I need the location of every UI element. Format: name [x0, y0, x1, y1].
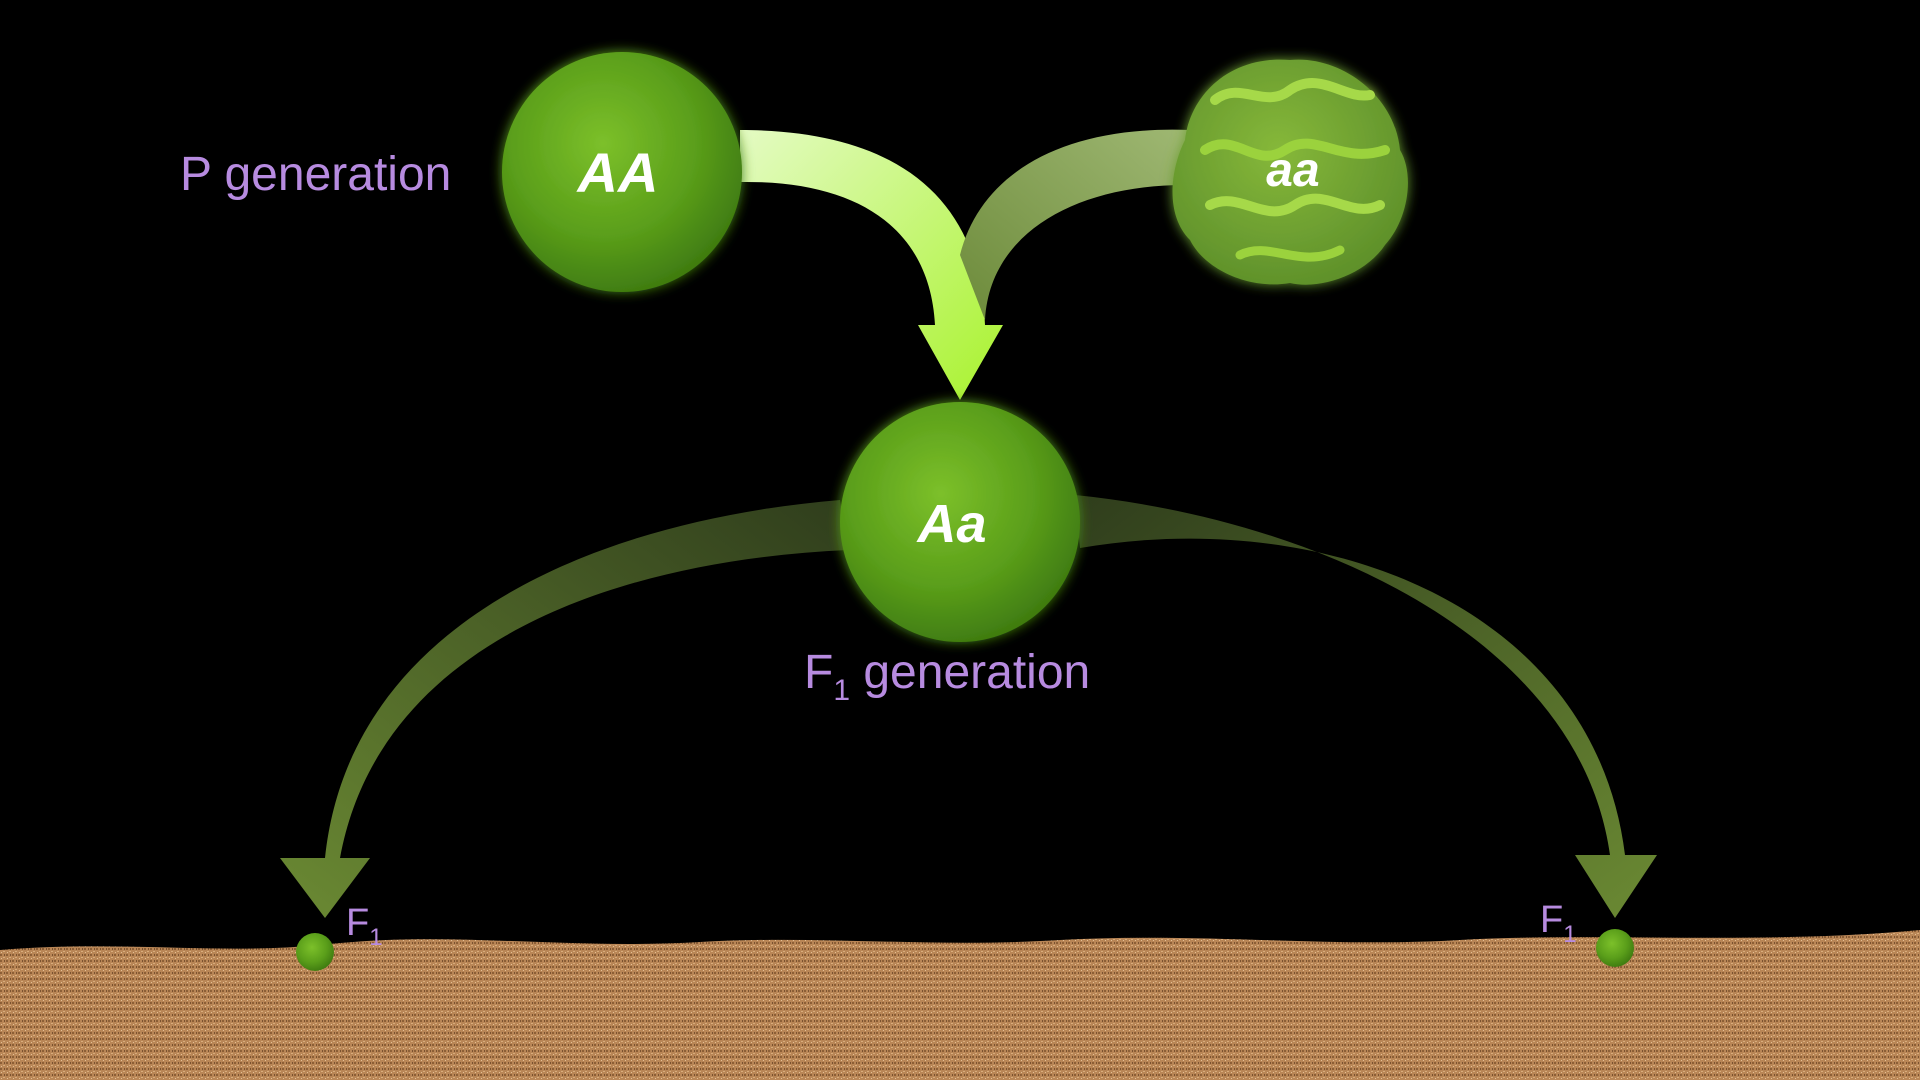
arrow-to-right-f1 [1075, 495, 1657, 918]
f1-generation-label: F1 generation [804, 646, 1090, 707]
soil-ground [0, 930, 1920, 1080]
genotype-aa-dominant: AA [576, 141, 659, 204]
arrow-recessive-parent-to-offspring [960, 129, 1190, 320]
pea-round-heterozygous [840, 402, 1080, 642]
f1-right-subscript: 1 [1563, 921, 1576, 948]
pea-round-dominant [502, 52, 742, 292]
f1-seed-right [1596, 929, 1634, 967]
f1-right-f: F [1540, 899, 1563, 941]
f1-left-label: F1 [346, 902, 383, 951]
genotype-aa-recessive: aa [1266, 144, 1319, 197]
arrow-to-left-f1 [280, 500, 848, 918]
f1-left-f: F [346, 902, 369, 944]
f1-generation-word: generation [850, 646, 1090, 699]
f1-generation-subscript: 1 [833, 674, 850, 707]
f1-seed-left [296, 933, 334, 971]
p-generation-label: P generation [180, 148, 451, 201]
f1-right-label: F1 [1540, 899, 1577, 948]
f1-left-subscript: 1 [369, 924, 382, 951]
arrow-aa-parent-to-offspring [740, 130, 1003, 400]
f1-generation-f: F [804, 646, 833, 699]
pea-wrinkled-recessive [1172, 59, 1408, 285]
genotype-aa-heterozygous: Aa [915, 494, 986, 554]
